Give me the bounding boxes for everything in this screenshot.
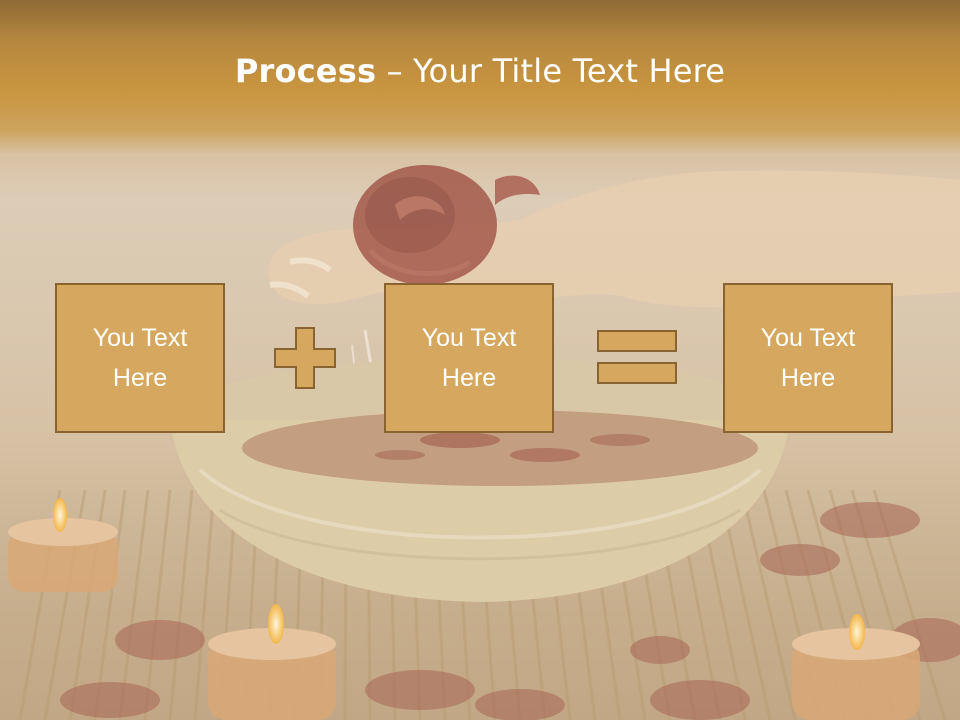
title-dash: –: [376, 52, 414, 90]
slide-title: Process – Your Title Text Here: [0, 52, 960, 90]
process-box-2[interactable]: You Text Here: [384, 283, 554, 433]
process-box-3[interactable]: You Text Here: [723, 283, 893, 433]
title-rest: Your Title Text Here: [413, 52, 726, 90]
candle-middle: [208, 604, 336, 720]
candle-left: [8, 498, 118, 592]
plus-icon: [274, 327, 336, 389]
process-box-1[interactable]: You Text Here: [55, 283, 225, 433]
equals-icon: [597, 330, 677, 384]
title-bold: Process: [234, 52, 377, 90]
rose: [353, 165, 540, 285]
candle-right: [792, 614, 920, 720]
